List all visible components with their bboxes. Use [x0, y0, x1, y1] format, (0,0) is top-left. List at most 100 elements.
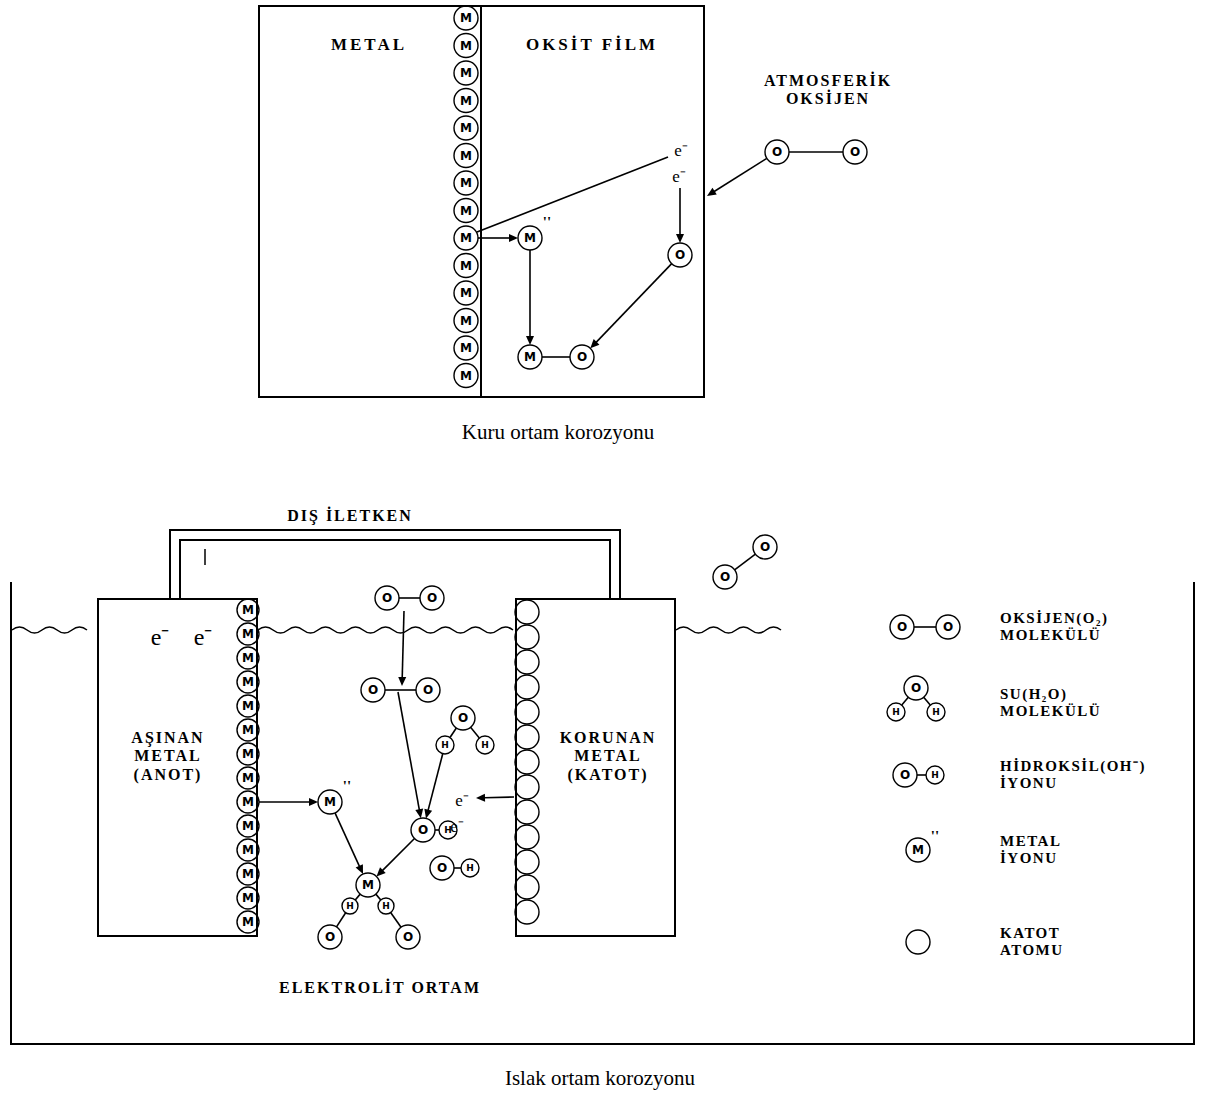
atom-circle — [668, 243, 692, 267]
atom-symbol: O — [423, 684, 433, 696]
atom-symbol: O — [943, 621, 953, 633]
atom-circle — [375, 586, 399, 610]
atom-circle — [454, 34, 478, 58]
atom-symbol: M — [460, 370, 472, 382]
hydrogen-circle — [378, 898, 394, 914]
water-surface — [258, 627, 513, 633]
water-surface — [12, 627, 87, 633]
atom-circle — [237, 695, 259, 717]
atom-symbol: O — [403, 931, 413, 943]
atom-circle — [454, 61, 478, 85]
hydrogen-circle — [461, 859, 479, 877]
atom-symbol: O — [427, 592, 437, 604]
metal-region: METAL — [258, 5, 480, 398]
atom-symbol: O — [675, 249, 685, 261]
bond-line — [924, 697, 931, 705]
oxide-film-region: OKSİT FİLM — [480, 5, 705, 398]
atom-symbol: H — [932, 708, 940, 717]
electron: e⁻ — [674, 142, 688, 159]
atom-symbol: H — [931, 771, 939, 780]
atom-circle — [454, 171, 478, 195]
atom-symbol: O — [437, 862, 447, 874]
atom-circle — [936, 615, 960, 639]
bond-line — [735, 554, 756, 570]
cathode-atom — [906, 930, 930, 954]
atom-circle — [454, 89, 478, 113]
legend-text: KATOT ATOMU — [1000, 925, 1064, 960]
atom-circle — [454, 254, 478, 278]
reaction-arrow — [478, 237, 510, 239]
atom-circle — [237, 743, 259, 765]
atom-symbol: H — [892, 708, 900, 717]
atom-symbol: M — [242, 676, 254, 688]
reaction-arrow — [428, 754, 443, 811]
atom-circle — [454, 116, 478, 140]
bond-line — [789, 151, 843, 153]
atom-circle — [904, 676, 928, 700]
bond-line — [917, 774, 926, 776]
atom-symbol: M — [242, 916, 254, 928]
atom-symbol: M — [242, 748, 254, 760]
bond-line — [337, 913, 346, 927]
arrowhead — [415, 809, 423, 819]
atom-symbol: M — [242, 700, 254, 712]
atom-symbol: M — [912, 844, 924, 856]
cathode-atom — [515, 675, 539, 699]
atom-circle — [420, 586, 444, 610]
atom-symbol: O — [325, 931, 335, 943]
arrowhead — [424, 809, 432, 819]
atom-circle — [454, 281, 478, 305]
atom-symbol: M — [460, 12, 472, 24]
atom-symbol: M — [460, 232, 472, 244]
bond-line — [385, 689, 416, 691]
legend-text: OKSİJEN(O₂) MOLEKÜLÜ — [1000, 610, 1109, 645]
atom-circle — [430, 856, 454, 880]
atom-circle — [237, 887, 259, 909]
reaction-arrow — [484, 796, 514, 798]
atom-symbol: H — [441, 741, 449, 750]
atom-circle — [237, 791, 259, 813]
atom-symbol: H — [346, 902, 354, 911]
atom-symbol: M — [460, 287, 472, 299]
cathode-atom — [515, 625, 539, 649]
legend-text: SU(H₂O) MOLEKÜLÜ — [1000, 686, 1101, 721]
reaction-arrow — [596, 264, 672, 343]
atom-symbol: M — [460, 150, 472, 162]
ion-charge: '' — [931, 829, 939, 844]
node-label: KORUNAN METAL (KATOT) — [560, 729, 657, 784]
atom-symbol: O — [418, 824, 428, 836]
atom-circle — [237, 599, 259, 621]
atom-circle — [237, 719, 259, 741]
bond-line — [902, 697, 909, 705]
arrowhead — [476, 794, 485, 802]
atom-circle — [454, 6, 478, 30]
atom-circle — [237, 815, 259, 837]
atom-circle — [454, 226, 478, 250]
bond-line — [542, 356, 570, 358]
atom-symbol: O — [900, 769, 910, 781]
electrolyte-vessel: ELEKTROLİT ORTAMAŞINAN METAL (ANOT)KORUN… — [10, 582, 1195, 1045]
atom-symbol: M — [324, 796, 336, 808]
atom-symbol: M — [460, 205, 472, 217]
atom-circle — [396, 925, 420, 949]
electron: e⁻ — [455, 792, 469, 809]
cathode-atom — [515, 650, 539, 674]
atom-symbol: M — [242, 892, 254, 904]
atom-circle — [451, 706, 475, 730]
figure-caption: Islak ortam korozyonu — [505, 1066, 695, 1090]
atom-symbol: O — [458, 712, 468, 724]
cathode-atom — [515, 775, 539, 799]
atom-circle — [237, 911, 259, 933]
atom-symbol: M — [242, 820, 254, 832]
atom-symbol: M — [460, 177, 472, 189]
reaction-arrow — [679, 188, 681, 235]
hydrogen-circle — [476, 736, 494, 754]
current-tick — [204, 549, 206, 565]
reaction-arrow — [402, 611, 404, 678]
atom-circle — [454, 364, 478, 388]
atom-symbol: M — [242, 724, 254, 736]
atom-symbol: M — [242, 652, 254, 664]
electron: e⁻ — [672, 168, 686, 185]
atom-symbol: M — [242, 796, 254, 808]
node-label: OKSİT FİLM — [526, 35, 658, 55]
